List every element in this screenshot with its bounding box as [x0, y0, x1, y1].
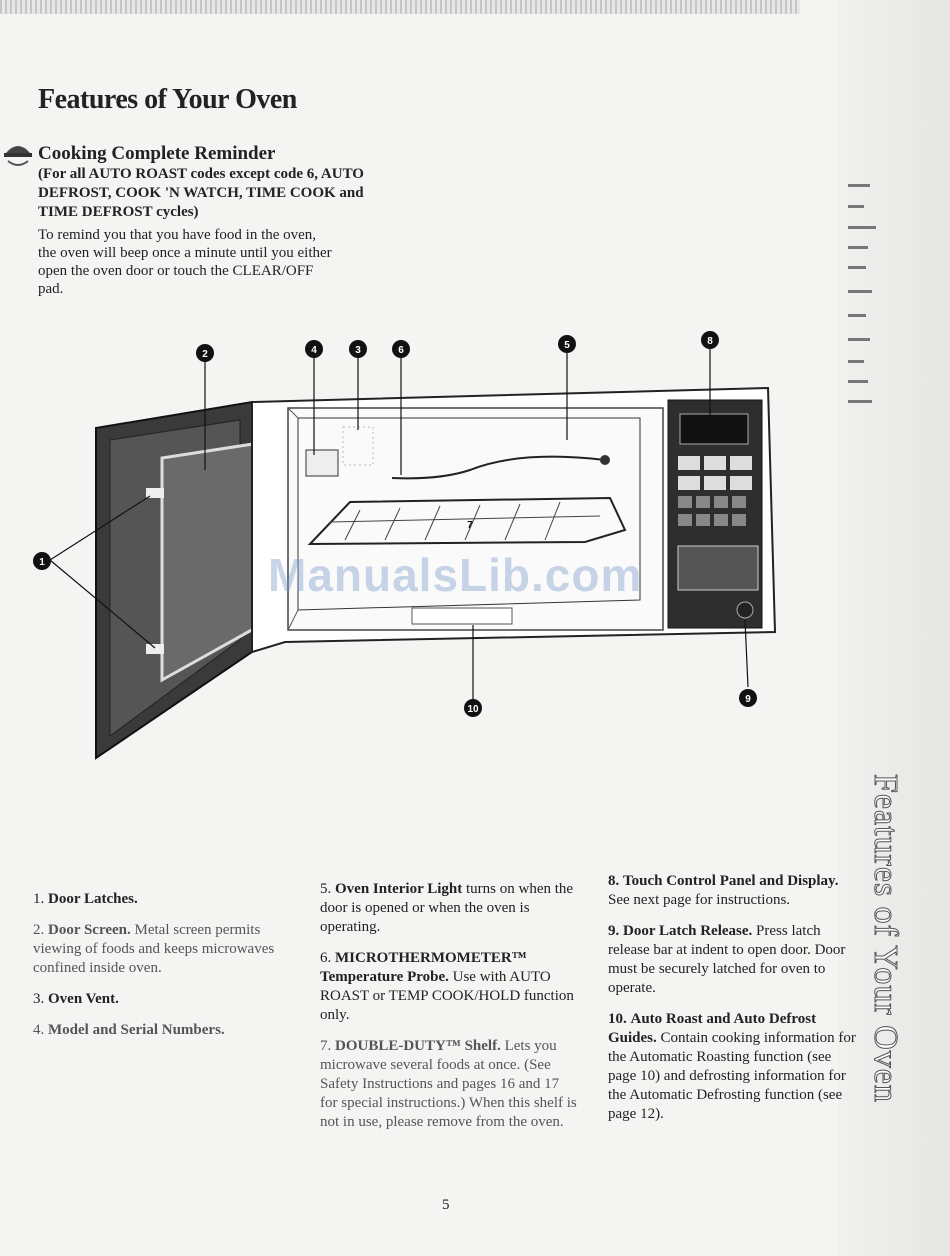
door-latch-release — [736, 601, 754, 619]
callout-6: 6 — [398, 345, 404, 356]
page-number: 5 — [442, 1197, 450, 1213]
callout-10: 10 — [467, 704, 479, 715]
watermark: ManualsLib.com — [268, 549, 643, 601]
model-serial-label — [305, 449, 339, 477]
callout-4: 4 — [311, 345, 317, 356]
oven-door — [95, 400, 268, 760]
guides-label — [411, 607, 513, 625]
shelf — [307, 496, 627, 546]
callout-3: 3 — [355, 345, 361, 356]
callout-8: 8 — [707, 336, 713, 347]
page-title: Features of Your Oven — [38, 84, 297, 115]
reminder-body: To remind you that you have food in the … — [38, 227, 332, 297]
door-latch-bottom — [146, 644, 164, 654]
features-col-2: 5. Oven Interior Light turns on when the… — [320, 881, 577, 1130]
side-tab-text: Features of Your Oven — [867, 774, 905, 1104]
oven-body — [251, 386, 777, 654]
callout-5: 5 — [564, 340, 570, 351]
callout-2: 2 — [202, 349, 208, 360]
reminder-note: (For all AUTO ROAST codes except code 6,… — [38, 166, 364, 220]
oven-diagram: 1 2 3 4 5 6 7 8 9 10 — [33, 331, 777, 760]
side-margin — [838, 0, 950, 1256]
bell-icon — [4, 146, 32, 166]
door-latch-top — [146, 488, 164, 498]
callout-lines — [49, 348, 749, 700]
features-col-1: 1. Door Latches. 2. Door Screen. Metal s… — [33, 891, 275, 1038]
callout-7: 7 — [467, 520, 473, 531]
callout-9: 9 — [745, 694, 751, 705]
reminder-heading: Cooking Complete Reminder — [38, 143, 276, 164]
side-tab: Features of Your Oven — [855, 770, 915, 1104]
features-col-3: 8. Touch Control Panel and Display. See … — [608, 873, 856, 1122]
scan-top-band — [0, 0, 800, 14]
callouts: 1 2 3 4 5 6 7 8 9 10 — [33, 331, 757, 717]
temperature-probe — [391, 455, 606, 480]
callout-1: 1 — [39, 557, 45, 568]
